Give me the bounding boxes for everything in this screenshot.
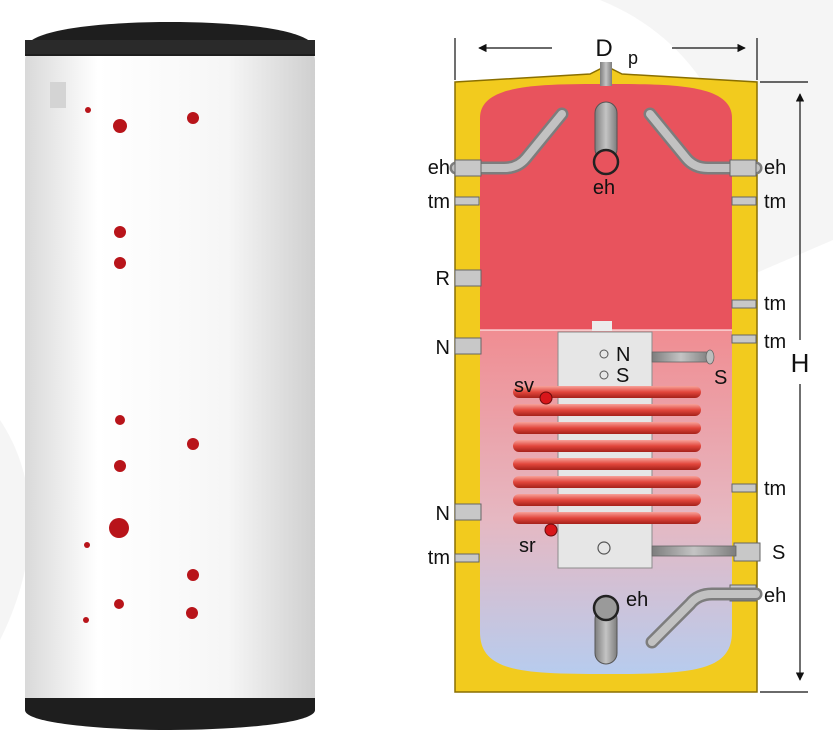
top-pipe [600,62,612,86]
port-tm-right-4 [731,483,757,493]
port-n-left-bottom [454,503,482,521]
tank-top-rim-band [25,40,315,54]
tank-label-plate [50,82,66,108]
flange-hole [599,349,609,359]
port-tm-left-top [454,196,480,206]
label-eh-right-top: eh [764,157,786,179]
port-dot [115,415,125,425]
port-s-right-low [733,542,761,562]
label-s-right-low: S [772,542,785,564]
label-tm-right-1: tm [764,191,786,213]
port-dot [83,617,89,623]
flange-hole [599,370,609,380]
label-r-left: R [436,268,450,290]
tank-bottom-rim [25,698,315,730]
port-dot [85,107,91,113]
coil-turn [513,476,701,488]
label-tm-left-top: tm [428,191,450,213]
label-eh-left: eh [428,157,450,179]
label-tm-right-3: tm [764,331,786,353]
label-tm-left-bottom: tm [428,547,450,569]
port-tm-right-2 [731,299,757,309]
port-dot [187,438,199,450]
label-flange-s: S [616,365,629,387]
port-tm-right-1 [731,196,757,206]
sensor-pocket-end [705,349,715,365]
port-n-left-top [454,337,482,355]
label-top-pipe: p [628,48,638,68]
port-dot [187,569,199,581]
port-dot [113,119,127,133]
coil-turn [513,422,701,434]
coil-inlet-dot [539,391,553,405]
background-swoosh [0,0,833,640]
tank-jacket [25,50,315,712]
port-dot [84,542,90,548]
coil-turn [513,440,701,452]
left-ports [454,159,482,563]
heater-element-bottom-end [592,594,620,622]
label-n-left-top: N [436,337,450,359]
label-coil-outlet: sr [519,535,536,557]
coil-turn [513,458,701,470]
flange-hole [597,541,611,555]
heating-coil [513,386,701,537]
sensor-pocket-pipe [651,351,711,363]
boiler-tank-photo-icon [25,22,315,730]
port-dot [114,257,126,269]
port-dot [186,607,198,619]
port-eh-right-top [729,159,757,177]
coil-outlet-dot [544,523,558,537]
label-n-left-bottom: N [436,503,450,525]
port-dot [109,518,129,538]
label-eh-right-bottom: eh [764,585,786,607]
coil-turn [513,386,701,398]
label-eh-inner-top: eh [593,177,615,199]
port-eh-left [454,159,482,177]
port-dots [83,107,199,623]
label-s-right-mid: S [714,367,727,389]
dimension-lines [454,38,808,693]
label-coil-inlet: sv [514,375,534,397]
heater-element-top-end [592,148,620,176]
port-dot [114,460,126,472]
port-tm-right-3 [731,334,757,344]
boiler-cross-section-icon: D H p eh tm R N N tm eh tm tm tm S tm S … [428,35,810,693]
coil-turn [513,512,701,524]
label-eh-inner-bottom: eh [626,589,648,611]
port-r-left [454,269,482,287]
port-dot [114,599,124,609]
lower-sensor-pipe [651,545,737,557]
coil-turn [513,404,701,416]
port-tm-left-bottom [454,553,480,563]
dimension-d-label: D [595,35,612,62]
flange-top-tab [592,321,612,331]
coil-turn [513,494,701,506]
label-flange-n: N [616,344,630,366]
label-tm-right-4: tm [764,478,786,500]
label-tm-right-2: tm [764,293,786,315]
port-dot [114,226,126,238]
port-dot [187,112,199,124]
dimension-h-label: H [791,348,810,378]
